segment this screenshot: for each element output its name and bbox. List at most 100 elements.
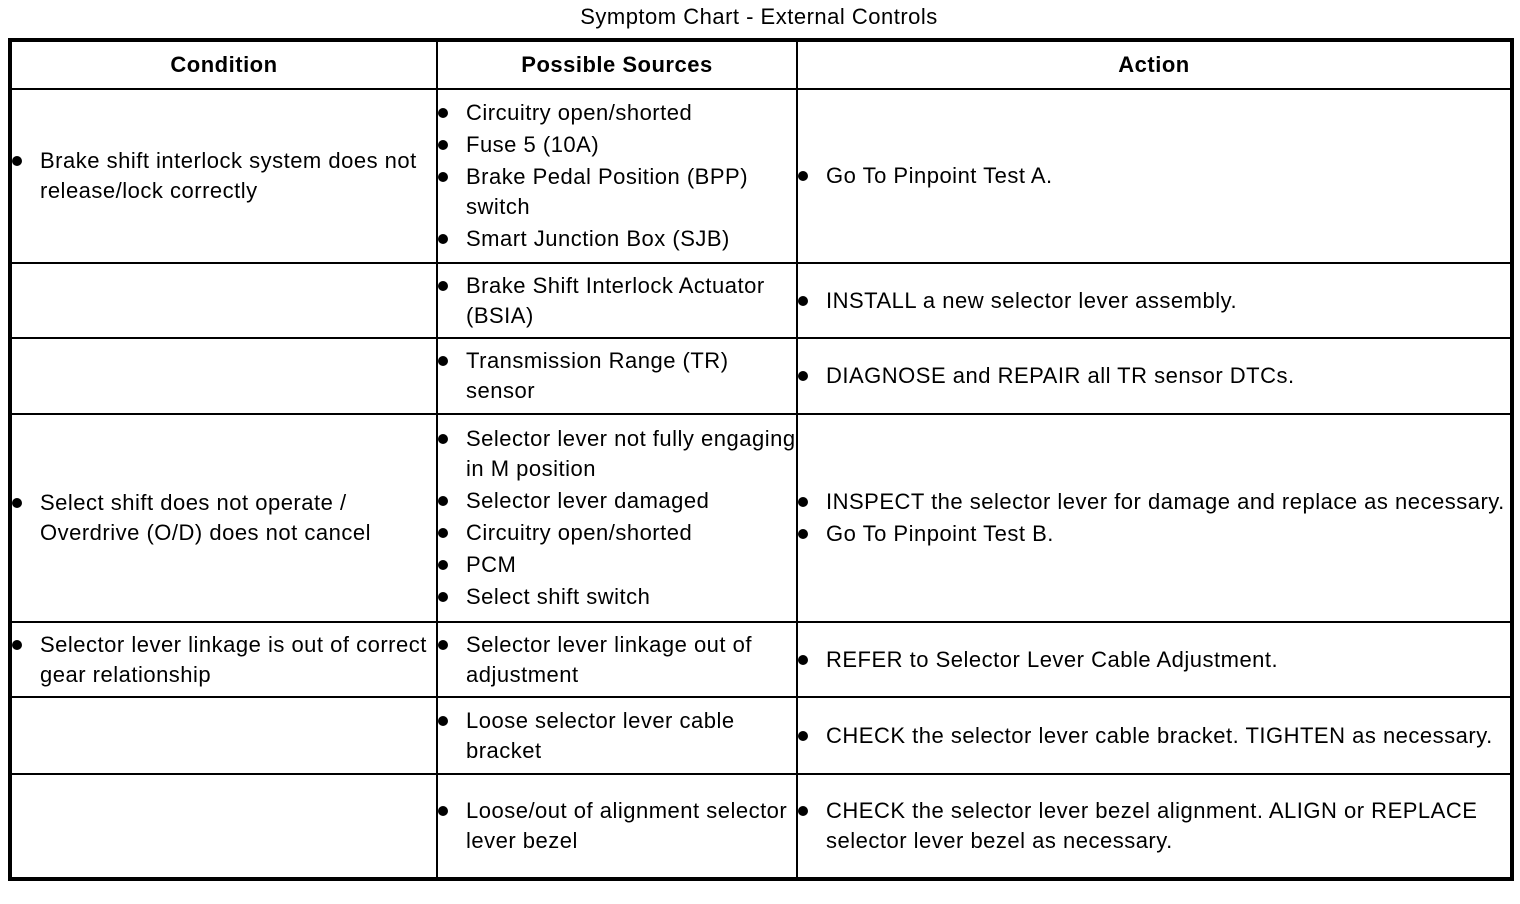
sources-cell: Transmission Range (TR) sensor bbox=[436, 337, 798, 415]
source-text: Select shift switch bbox=[466, 584, 651, 609]
action-cell: INSPECT the selector lever for damage an… bbox=[796, 413, 1513, 623]
bullet-icon bbox=[12, 156, 22, 166]
action-text: INSTALL a new selector lever assembly. bbox=[826, 287, 1238, 313]
bullet-item: INSTALL a new selector lever assembly. bbox=[799, 286, 1510, 316]
sources-cell: Selector lever not fully engaging in M p… bbox=[436, 413, 798, 623]
condition-cell bbox=[9, 773, 438, 880]
action-text: INSPECT the selector lever for damage an… bbox=[826, 489, 1505, 514]
sources-cell: Selector lever linkage out of adjustment bbox=[436, 621, 798, 698]
page-title: Symptom Chart - External Controls bbox=[580, 4, 938, 29]
bullet-item: Select shift switch bbox=[439, 582, 795, 612]
bullet-item: Circuitry open/shorted bbox=[439, 98, 795, 128]
condition-text: Select shift does not operate / Overdriv… bbox=[40, 490, 371, 545]
bullet-icon bbox=[439, 715, 448, 726]
bullet-item: Smart Junction Box (SJB) bbox=[439, 224, 795, 254]
bullet-item: Fuse 5 (10A) bbox=[439, 130, 795, 160]
bullet-icon bbox=[439, 140, 448, 150]
source-text: PCM bbox=[466, 552, 517, 577]
action-cell: CHECK the selector lever cable bracket. … bbox=[796, 696, 1513, 775]
action-cell: CHECK the selector lever bezel alignment… bbox=[796, 773, 1513, 880]
action-cell: DIAGNOSE and REPAIR all TR sensor DTCs. bbox=[796, 337, 1513, 415]
bullet-icon bbox=[439, 560, 448, 570]
source-text: Circuitry open/shorted bbox=[466, 520, 693, 545]
table-row: Transmission Range (TR) sensor DIAGNOSE … bbox=[9, 337, 1513, 415]
bullet-icon bbox=[439, 356, 448, 366]
table-row: Selector lever linkage is out of correct… bbox=[9, 621, 1513, 698]
action-text: Go To Pinpoint Test A. bbox=[826, 163, 1053, 188]
action-text: CHECK the selector lever bezel alignment… bbox=[826, 798, 1478, 853]
action-cell: INSTALL a new selector lever assembly. bbox=[796, 262, 1513, 339]
header-possible-sources: Possible Sources bbox=[436, 39, 798, 90]
table-row: Loose/out of alignment selector lever be… bbox=[9, 773, 1513, 880]
bullet-icon bbox=[439, 496, 448, 506]
bullet-icon bbox=[799, 730, 808, 741]
source-text: Selector lever linkage out of adjustment bbox=[466, 631, 752, 687]
bullet-item: Transmission Range (TR) sensor bbox=[439, 346, 795, 406]
bullet-icon bbox=[799, 295, 808, 306]
bullet-icon bbox=[799, 371, 808, 381]
bullet-item: Brake shift interlock system does not re… bbox=[12, 146, 435, 206]
bullet-item: REFER to Selector Lever Cable Adjustment… bbox=[799, 645, 1510, 675]
bullet-icon bbox=[439, 172, 448, 182]
source-text: Loose selector lever cable bracket bbox=[466, 707, 735, 763]
source-text: Brake Shift Interlock Actuator (BSIA) bbox=[466, 272, 765, 328]
bullet-item: CHECK the selector lever cable bracket. … bbox=[799, 721, 1510, 751]
condition-text: Brake shift interlock system does not re… bbox=[40, 148, 417, 203]
bullet-icon bbox=[439, 639, 448, 650]
bullet-icon bbox=[799, 171, 808, 181]
bullet-item: Go To Pinpoint Test B. bbox=[799, 519, 1510, 549]
bullet-icon bbox=[799, 654, 808, 665]
source-text: Transmission Range (TR) sensor bbox=[466, 348, 729, 403]
bullet-item: Select shift does not operate / Overdriv… bbox=[12, 488, 435, 548]
bullet-item: Selector lever damaged bbox=[439, 486, 795, 516]
bullet-item: DIAGNOSE and REPAIR all TR sensor DTCs. bbox=[799, 361, 1510, 391]
bullet-icon bbox=[799, 806, 808, 816]
source-text: Selector lever damaged bbox=[466, 488, 710, 513]
action-cell: REFER to Selector Lever Cable Adjustment… bbox=[796, 621, 1513, 698]
source-text: Selector lever not fully engaging in M p… bbox=[466, 426, 796, 481]
table-row: Loose selector lever cable bracket CHECK… bbox=[9, 696, 1513, 775]
condition-cell: Brake shift interlock system does not re… bbox=[9, 88, 438, 264]
source-text: Smart Junction Box (SJB) bbox=[466, 226, 730, 251]
source-text: Loose/out of alignment selector lever be… bbox=[466, 798, 788, 853]
bullet-item: Selector lever linkage out of adjustment bbox=[439, 630, 795, 690]
bullet-item: INSPECT the selector lever for damage an… bbox=[799, 487, 1510, 517]
bullet-item: Selector lever linkage is out of correct… bbox=[12, 630, 435, 690]
action-text: Go To Pinpoint Test B. bbox=[826, 521, 1054, 546]
action-cell: Go To Pinpoint Test A. bbox=[796, 88, 1513, 264]
action-text: REFER to Selector Lever Cable Adjustment… bbox=[826, 646, 1279, 672]
bullet-item: CHECK the selector lever bezel alignment… bbox=[799, 796, 1510, 856]
bullet-icon bbox=[439, 434, 448, 444]
bullet-item: Brake Shift Interlock Actuator (BSIA) bbox=[439, 271, 795, 331]
action-text: CHECK the selector lever cable bracket. … bbox=[826, 722, 1493, 748]
source-text: Circuitry open/shorted bbox=[466, 100, 693, 125]
header-action: Action bbox=[796, 39, 1513, 90]
bullet-icon bbox=[12, 639, 22, 650]
table-row: Select shift does not operate / Overdriv… bbox=[9, 413, 1513, 623]
bullet-item: PCM bbox=[439, 550, 795, 580]
action-text: DIAGNOSE and REPAIR all TR sensor DTCs. bbox=[826, 363, 1295, 388]
sources-cell: Circuitry open/shorted Fuse 5 (10A) Brak… bbox=[436, 88, 798, 264]
bullet-icon bbox=[799, 497, 808, 507]
source-text: Brake Pedal Position (BPP) switch bbox=[466, 164, 749, 219]
bullet-icon bbox=[439, 234, 448, 244]
sources-cell: Loose/out of alignment selector lever be… bbox=[436, 773, 798, 880]
condition-cell: Select shift does not operate / Overdriv… bbox=[9, 413, 438, 623]
condition-cell: Selector lever linkage is out of correct… bbox=[9, 621, 438, 698]
header-condition: Condition bbox=[9, 39, 438, 90]
condition-cell bbox=[9, 337, 438, 415]
bullet-icon bbox=[439, 592, 448, 602]
condition-cell bbox=[9, 262, 438, 339]
bullet-icon bbox=[439, 528, 448, 538]
bullet-icon bbox=[12, 498, 22, 508]
sources-cell: Brake Shift Interlock Actuator (BSIA) bbox=[436, 262, 798, 339]
bullet-icon bbox=[439, 280, 448, 291]
table-row: Brake shift interlock system does not re… bbox=[9, 88, 1513, 264]
symptom-chart-table: Condition Possible Sources Action Brake … bbox=[8, 38, 1514, 881]
bullet-item: Loose selector lever cable bracket bbox=[439, 706, 795, 766]
bullet-icon bbox=[439, 108, 448, 118]
bullet-item: Brake Pedal Position (BPP) switch bbox=[439, 162, 795, 222]
bullet-item: Loose/out of alignment selector lever be… bbox=[439, 796, 795, 856]
header-row: Condition Possible Sources Action bbox=[9, 39, 1513, 90]
